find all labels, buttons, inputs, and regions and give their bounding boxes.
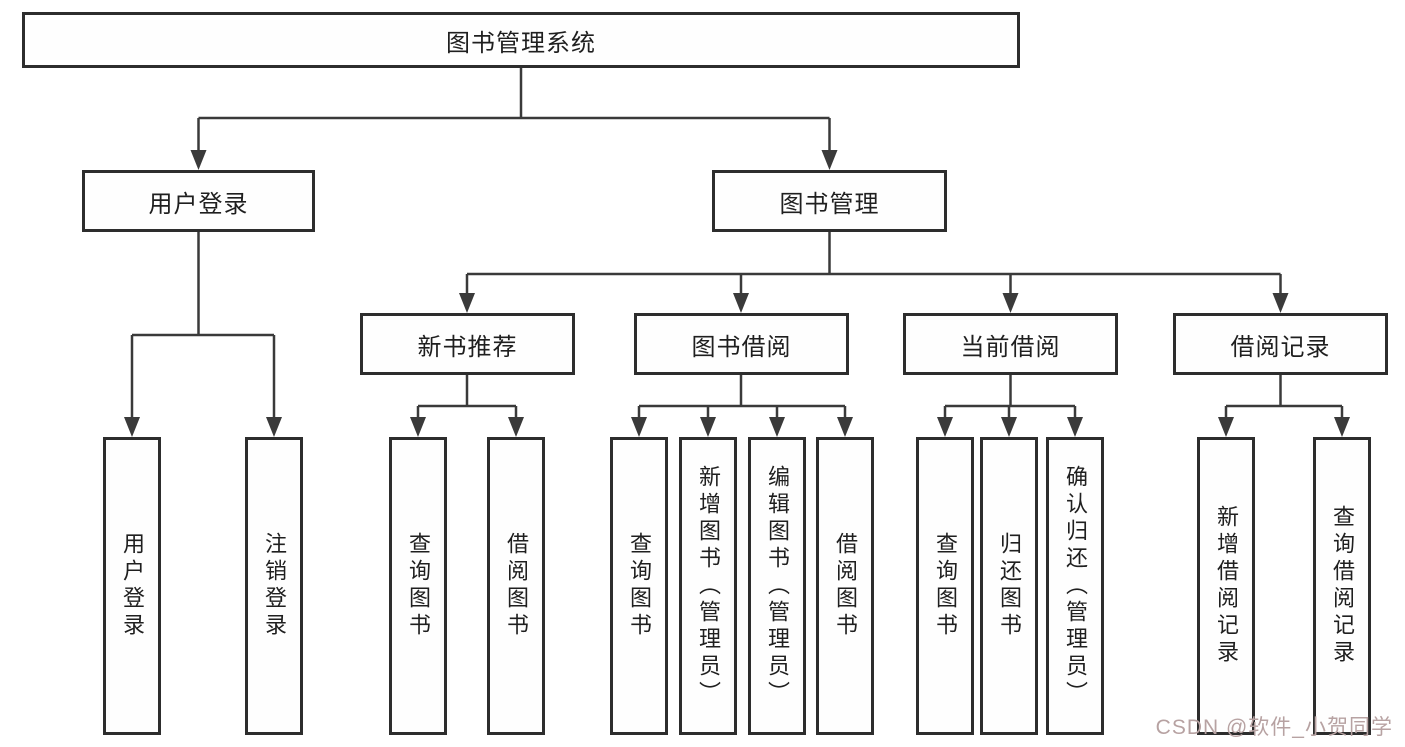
node-borrowing-records: 借阅记录 [1173,313,1388,375]
node-user-login: 用户登录 [82,170,315,232]
watermark-text: CSDN @软件_小贺同学 [1155,716,1393,739]
node-query-books-borrow: 查询图书 [610,437,668,735]
arrow-down-icon [1067,417,1083,437]
node-label: 借阅图书 [504,532,529,640]
node-label: 注销登录 [262,532,287,640]
connector-user-login-children [124,232,282,437]
arrow-down-icon [1272,293,1289,313]
node-label: 借阅图书 [833,532,858,640]
arrow-down-icon [410,417,426,437]
node-add-books-admin: 新增图书（管理员） [679,437,737,735]
arrow-down-icon [733,293,749,313]
node-label: 新书推荐 [417,333,518,361]
node-library-management-system: 图书管理系统 [22,12,1020,68]
node-label: 归还图书 [997,532,1022,640]
node-label: 图书管理系统 [446,29,596,57]
arrow-down-icon [631,417,647,437]
arrow-down-icon [190,150,207,170]
arrow-down-icon [1334,417,1350,437]
node-book-management: 图书管理 [712,170,947,232]
node-label: 查询图书 [933,532,958,640]
arrow-down-icon [1002,293,1019,313]
node-query-borrow-record: 查询借阅记录 [1313,437,1371,735]
node-query-books-current: 查询图书 [916,437,974,735]
node-book-borrowing: 图书借阅 [634,313,849,375]
arrow-down-icon [459,293,475,313]
node-borrow-books-recommend: 借阅图书 [487,437,545,735]
node-label: 借阅记录 [1230,333,1331,361]
connector-current-children [937,375,1083,437]
arrow-down-icon [1218,417,1234,437]
node-label: 新增借阅记录 [1214,505,1239,667]
node-label: 查询图书 [627,532,652,640]
arrow-down-icon [821,150,838,170]
node-edit-books-admin: 编辑图书（管理员） [748,437,806,735]
connector-book-management-children [459,232,1289,313]
arrow-down-icon [937,417,953,437]
arrow-down-icon [837,417,853,437]
arrow-down-icon [266,417,282,437]
node-add-borrow-record: 新增借阅记录 [1197,437,1255,735]
node-new-book-recommend: 新书推荐 [360,313,575,375]
node-confirm-return-admin: 确认归还（管理员） [1046,437,1104,735]
node-label: 当前借阅 [960,333,1061,361]
connector-root-to-level2 [190,68,838,170]
arrow-down-icon [1001,417,1017,437]
arrow-down-icon [700,417,716,437]
node-label: 确认归还（管理员） [1063,464,1088,708]
node-label: 图书管理 [779,190,880,218]
node-label: 编辑图书（管理员） [765,464,790,708]
connector-recommend-children [410,375,524,437]
node-current-borrowing: 当前借阅 [903,313,1118,375]
connector-records-children [1218,375,1350,437]
node-label: 查询图书 [406,532,431,640]
arrow-down-icon [124,417,140,437]
node-logout: 注销登录 [245,437,303,735]
connector-borrow-children [631,375,853,437]
node-return-books: 归还图书 [980,437,1038,735]
node-borrow-books: 借阅图书 [816,437,874,735]
node-label: 图书借阅 [691,333,792,361]
node-query-books-recommend: 查询图书 [389,437,447,735]
arrow-down-icon [769,417,785,437]
node-user-login-leaf: 用户登录 [103,437,161,735]
node-label: 查询借阅记录 [1330,505,1355,667]
node-label: 用户登录 [120,532,145,640]
node-label: 新增图书（管理员） [696,464,721,708]
arrow-down-icon [508,417,524,437]
node-label: 用户登录 [148,190,249,218]
